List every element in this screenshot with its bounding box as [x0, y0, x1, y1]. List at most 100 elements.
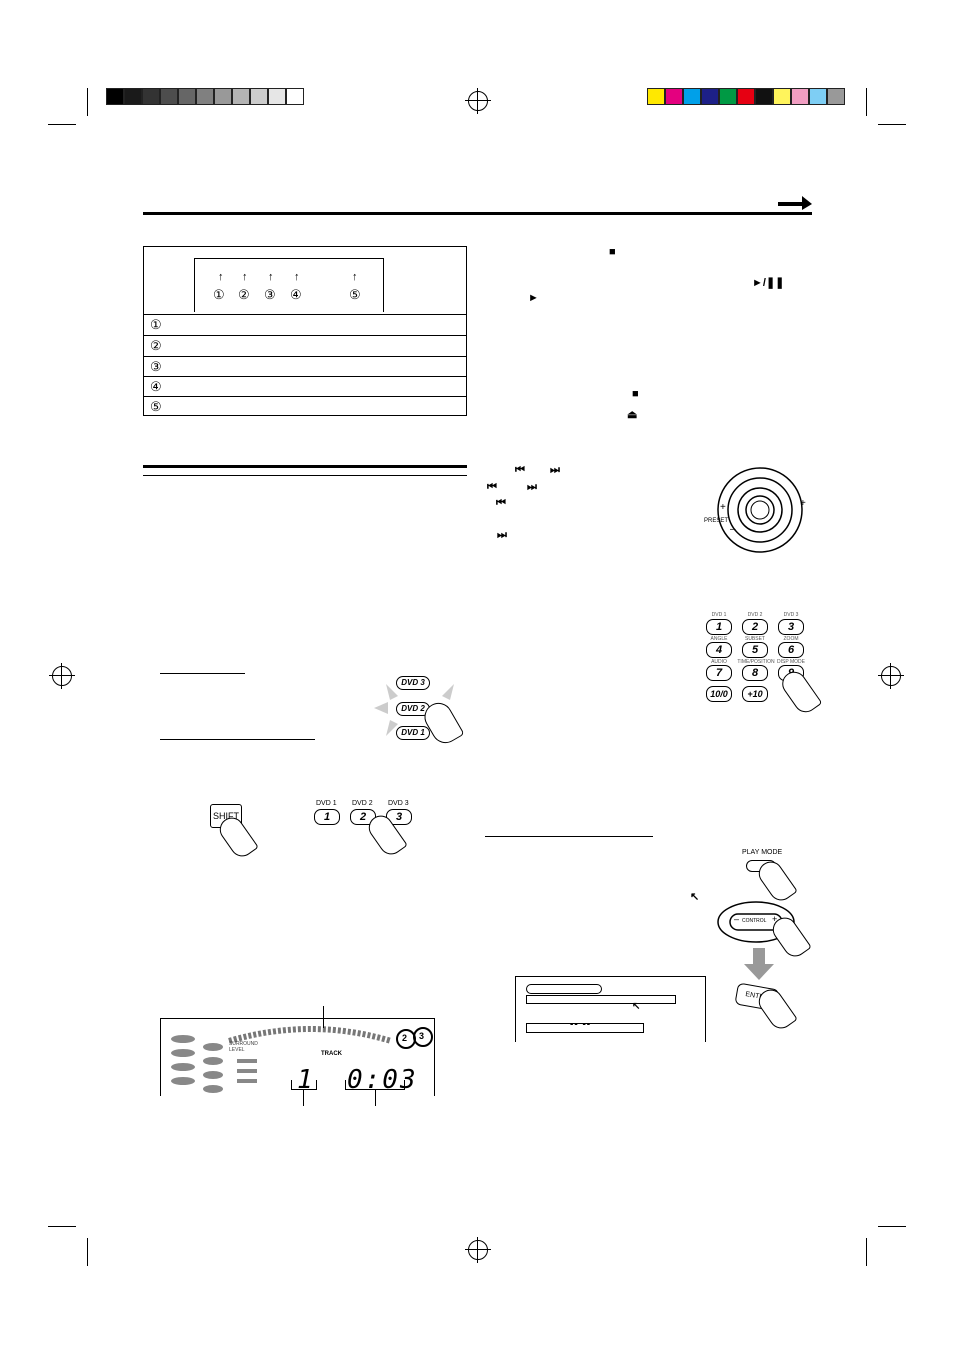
crop-mark: [48, 1226, 76, 1227]
small-keys-illustration: DVD 1 DVD 2 DVD 3 1 2 3: [310, 800, 420, 860]
crop-mark: [866, 1238, 867, 1266]
play-mode-illustration: PLAY MODE: [738, 846, 808, 906]
next-icon: ⏭: [527, 481, 537, 493]
next-icon: ⏭: [550, 464, 560, 476]
legend-row: ④: [144, 376, 467, 397]
time-bracket: [345, 1080, 405, 1090]
display-callout-line: [323, 1006, 324, 1028]
gray-swatch: [178, 88, 196, 105]
gray-swatch: [196, 88, 214, 105]
keypad-key-3[interactable]: 3: [778, 619, 804, 635]
front-display-illustration: SURROUND LEVEL TRACK 2 3 1 0:03: [160, 1018, 435, 1096]
subhead-underline: [160, 739, 315, 740]
next-icon: ⏭: [497, 529, 507, 541]
control-minus[interactable]: –: [734, 914, 740, 924]
track-bracket: [291, 1080, 317, 1090]
key-label: DVD 3: [388, 800, 409, 807]
gray-swatch: [268, 88, 286, 105]
disc-buttons-illustration: DVD 3 DVD 2 DVD 1: [368, 672, 468, 749]
legend-row: ①: [144, 314, 467, 335]
track-callout-line: [303, 1090, 304, 1106]
keypad-key-10-0[interactable]: 10/0: [706, 686, 732, 702]
preset-plus-label: +: [720, 502, 726, 513]
callout-3: ③: [264, 287, 276, 302]
preset-label: PRESET: [704, 518, 729, 524]
key-label: DVD 2: [352, 800, 373, 807]
color-swatch: [647, 88, 665, 105]
callout-4: ④: [290, 287, 302, 302]
key-1[interactable]: 1: [314, 809, 340, 825]
key-label: DVD 3: [783, 612, 799, 618]
down-arrow-icon: [744, 948, 774, 980]
gray-swatch: [124, 88, 142, 105]
keypad-key-4[interactable]: 4: [706, 642, 732, 658]
osd-selection-bar: [526, 995, 676, 1004]
legend-row: ②: [144, 335, 467, 356]
legend-row: ③: [144, 356, 467, 377]
registration-mark-icon: [878, 663, 904, 689]
callout-1: ①: [213, 287, 225, 302]
eject-icon: ⏏: [627, 409, 638, 421]
keypad-key-8[interactable]: 8: [742, 665, 768, 681]
section-rule: [143, 465, 467, 468]
prev-icon: ⏮: [515, 464, 525, 476]
prev-icon: ⏮: [496, 497, 506, 509]
key-label: ANGLE: [710, 636, 728, 642]
track-label: TRACK: [321, 1051, 342, 1057]
dvd2-button[interactable]: DVD 2: [396, 702, 430, 716]
disc-number-3: 3: [419, 1031, 425, 1041]
keypad-key-1[interactable]: 1: [706, 619, 732, 635]
pointer-arrow-icon: ↑: [352, 271, 358, 283]
color-swatch: [683, 88, 701, 105]
gray-swatch: [142, 88, 160, 105]
color-swatch: [755, 88, 773, 105]
callout-5: ⑤: [349, 287, 361, 302]
gray-swatch: [214, 88, 232, 105]
key-label: AUDIO: [711, 659, 727, 665]
stop-icon: ■: [609, 246, 616, 258]
subhead-underline: [160, 673, 245, 674]
color-swatch: [701, 88, 719, 105]
subhead-underline: [485, 836, 653, 837]
control-plus[interactable]: +: [772, 914, 778, 924]
pointer-arrow-icon: ↑: [268, 271, 274, 283]
gray-swatch: [286, 88, 304, 105]
keypad-key-5[interactable]: 5: [742, 642, 768, 658]
key-label: DVD 2: [747, 612, 763, 618]
color-swatch: [665, 88, 683, 105]
header-rule: [143, 212, 812, 215]
preset-dial-illustration: + PRESET – +: [704, 466, 816, 556]
gray-swatch: [106, 88, 124, 105]
pointer-arrow-icon: ↑: [242, 271, 248, 283]
keypad-key-7[interactable]: 7: [706, 665, 732, 681]
dvd3-button[interactable]: DVD 3: [396, 676, 430, 690]
keypad-key-6[interactable]: 6: [778, 642, 804, 658]
crop-mark: [87, 88, 88, 116]
key-label: DVD 1: [711, 612, 727, 618]
crop-mark: [87, 1238, 88, 1266]
shift-illustration: SHIFT: [205, 800, 275, 862]
color-swatch: [809, 88, 827, 105]
play-icon: ►: [528, 292, 539, 304]
osd-time-box: [526, 1023, 644, 1033]
dvd1-button[interactable]: DVD 1: [396, 726, 430, 740]
prev-icon: ⏮: [487, 481, 497, 493]
section-rule-thin: [143, 475, 467, 476]
stop-icon: ■: [632, 388, 639, 400]
legend-row: ⑤: [144, 396, 467, 417]
osd-title-bar: [526, 984, 602, 994]
crop-mark: [48, 124, 76, 125]
pointer-arrow-icon: ↑: [294, 271, 300, 283]
key-label: TIME/POSITION: [737, 659, 775, 665]
surround-level-label: SURROUND LEVEL: [229, 1041, 258, 1053]
pointer-arrow-icon: ↑: [218, 271, 224, 283]
keypad-key-2[interactable]: 2: [742, 619, 768, 635]
enter-illustration: ENTER: [730, 980, 810, 1034]
key-label: DVD 1: [316, 800, 337, 807]
color-swatch: [827, 88, 845, 105]
track-number-readout: 1: [297, 1065, 313, 1095]
crop-mark: [878, 124, 906, 125]
control-pad-illustration: CONTROL – +: [716, 900, 812, 962]
callout-2: ②: [238, 287, 250, 302]
keypad-key-plus10[interactable]: +10: [742, 686, 768, 702]
